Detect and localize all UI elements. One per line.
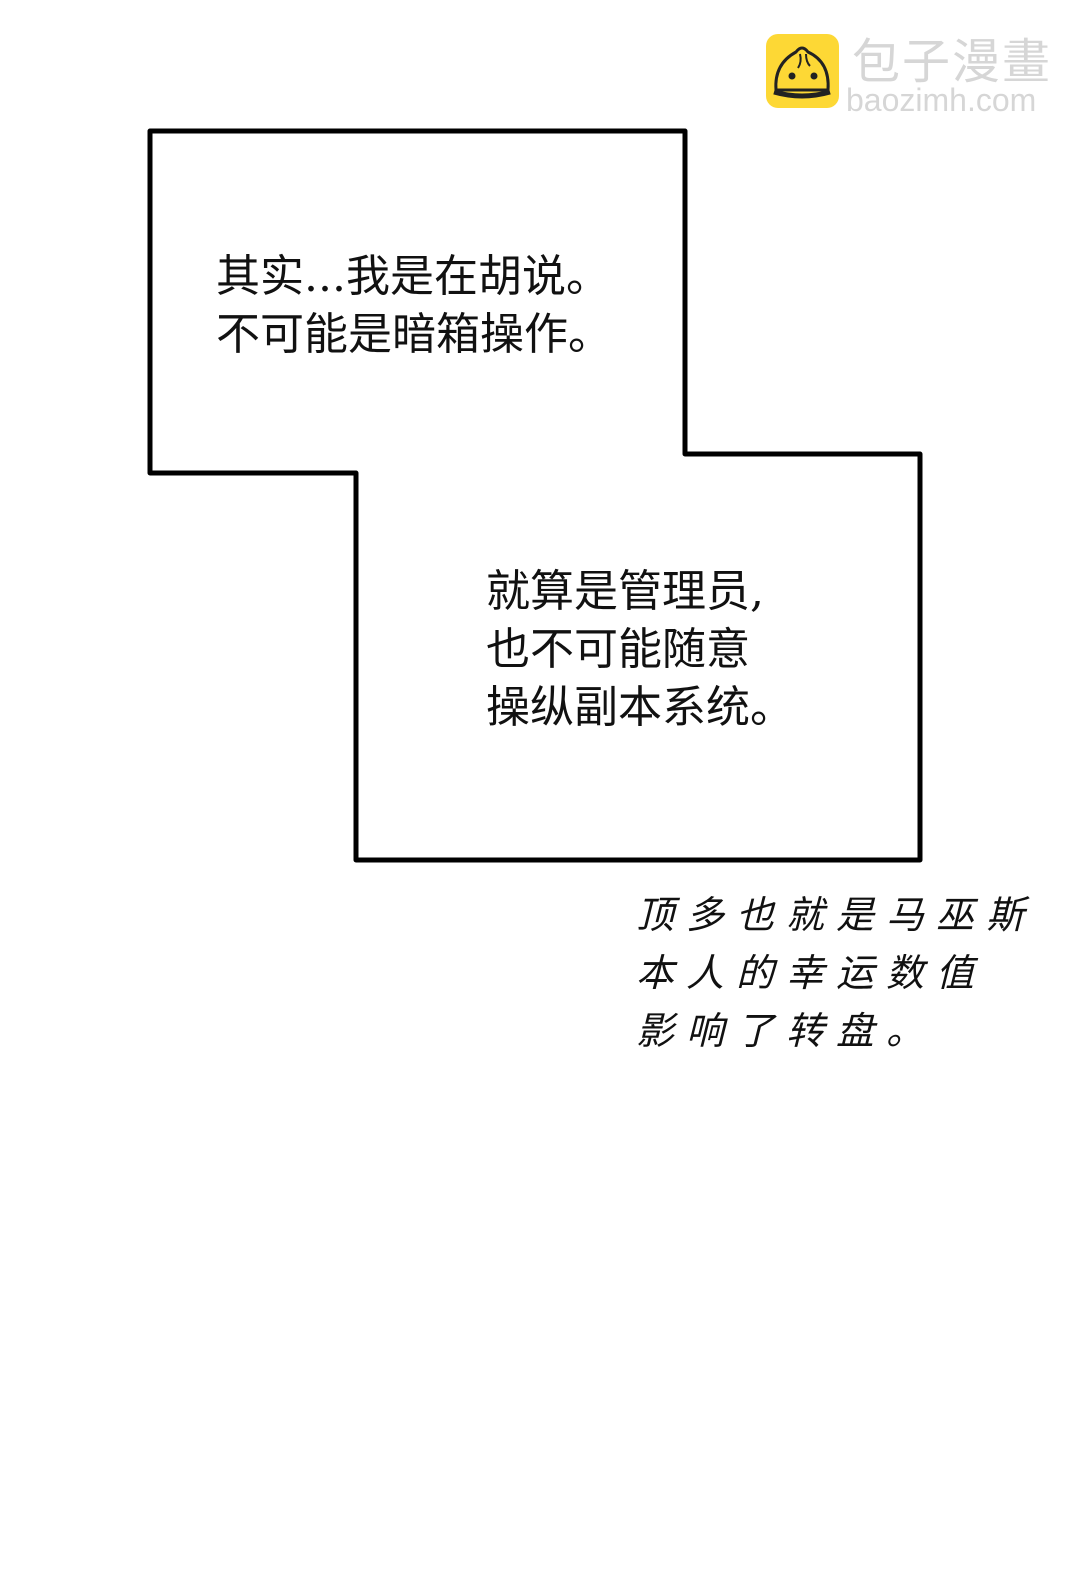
dialogue-line: 也不可能随意 (486, 624, 750, 675)
note-line: 顶多也就是马巫斯 (636, 893, 1037, 937)
dialogue-line: 其实...我是在胡说。 (216, 251, 610, 302)
note-line: 本人的幸运数值 (636, 951, 987, 995)
watermark-title: 包子漫畫 (852, 34, 1053, 90)
watermark: 包子漫畫 baozimh.com (766, 34, 1066, 118)
note-line: 影响了转盘。 (636, 1009, 937, 1053)
handwritten-note: 顶多也就是马巫斯 本人的幸运数值 影响了转盘。 (636, 886, 1036, 1060)
dialogue-line: 不可能是暗箱操作。 (216, 309, 612, 360)
dialogue-block-2: 就算是管理员, 也不可能随意 操纵副本系统。 (486, 563, 794, 737)
dialogue-line: 就算是管理员, (486, 566, 764, 617)
bun-logo-icon (766, 34, 839, 108)
watermark-url: baozimh.com (846, 82, 1037, 118)
dialogue-line: 操纵副本系统。 (486, 682, 794, 733)
dialogue-block-1: 其实...我是在胡说。 不可能是暗箱操作。 (216, 248, 612, 364)
